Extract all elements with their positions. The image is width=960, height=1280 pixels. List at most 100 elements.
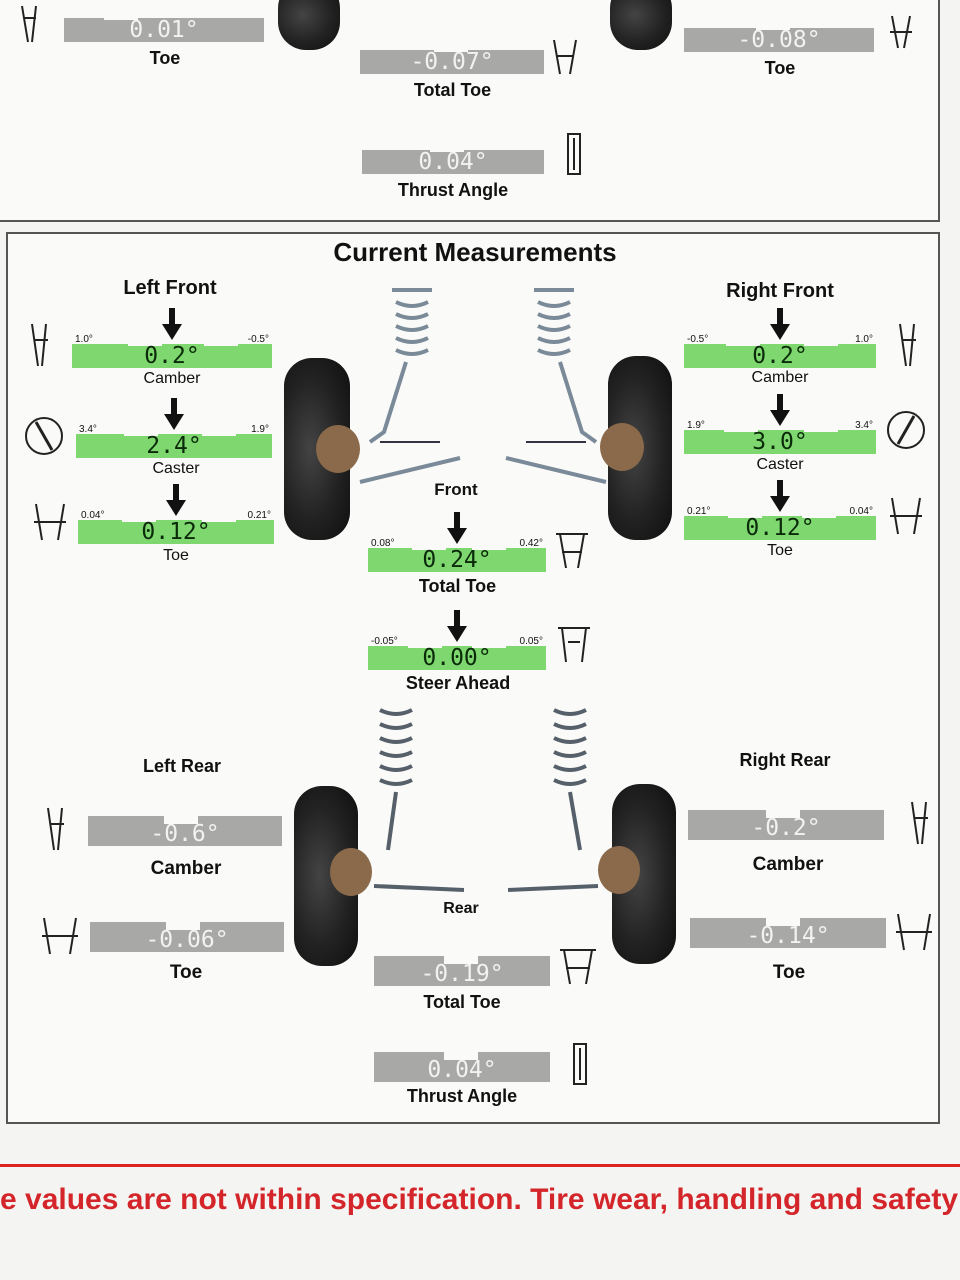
left-rear-toe-icon [38,914,82,956]
top-left-toe-label: Toe [149,48,181,68]
steer-ahead-max: 0.05° [519,636,543,647]
right-front-caster-max: 3.4° [855,420,873,431]
top-left-toe-bar: 0.01° [64,8,264,42]
top-total-toe-label: Total Toe [413,80,492,100]
right-toe-icon [886,494,926,536]
right-front-toe-pointer [770,480,790,512]
right-front-caster-label: Caster [756,456,804,473]
rear-total-toe-bar: -0.19° [374,952,550,986]
left-front-caster-bar: 3.4° 1.9° 2.4° [76,398,272,459]
steer-ahead-value: 0.00° [422,645,492,671]
thrust-angle-icon [560,130,590,175]
left-front-caster-value: 2.4° [146,433,202,459]
left-front-caster-max: 1.9° [251,424,269,435]
front-total-toe-label: Total Toe [418,576,497,596]
top-total-toe-value: -0.07° [410,49,494,75]
total-toe-icon [550,36,580,78]
rear-thrust-angle-icon [566,1040,596,1085]
left-front-toe-label: Toe [163,547,189,564]
left-rear-camber-icon [40,806,70,851]
left-caster-icon [24,414,68,456]
right-front-camber-bar: -0.5° 1.0° 0.2° [684,308,876,368]
left-front-caster-pointer [164,398,184,430]
left-front-caster-min: 3.4° [79,424,97,435]
warning-top-rule [0,1164,960,1167]
rear-total-toe-value: -0.19° [420,961,504,987]
right-front-toe-bar: 0.21° 0.04° 0.12° [684,480,876,541]
rear-thrust-angle-label: Thrust Angle [406,1086,518,1106]
steer-ahead-icon [554,622,594,664]
left-rear-toe-label: Toe [169,962,203,983]
right-rear-strut [508,708,599,892]
top-thrust-angle-label: Thrust Angle [397,180,509,200]
steer-ahead-pointer [447,610,467,642]
right-front-strut [505,288,607,484]
right-front-camber-min: -0.5° [687,334,709,345]
right-front-camber-label: Camber [751,369,809,386]
right-front-hub [600,423,644,471]
left-front-toe-min: 0.04° [81,510,105,521]
left-rear-camber-value: -0.6° [150,821,220,847]
left-front-hub [316,425,360,473]
left-front-caster-label: Caster [152,460,200,477]
rear-total-toe-icon [556,944,600,986]
right-front-toe-value: 0.12° [745,515,815,541]
top-left-toe-value: 0.01° [129,17,199,43]
left-rear-camber-label: Camber [150,858,222,879]
rear-total-toe-label: Total Toe [423,992,501,1012]
right-rear-toe-bar: -0.14° [690,914,886,948]
right-rear-hub [598,846,640,894]
right-rear-toe-label: Toe [772,962,806,983]
right-front-camber-max: 1.0° [855,334,873,345]
left-rear-heading: Left Rear [142,756,222,776]
top-left-wheel [278,0,340,50]
front-total-toe-bar: 0.08° 0.42° 0.24° [368,512,546,573]
right-rear-camber-label: Camber [752,854,824,875]
left-front-camber-bar: 1.0° -0.5° 0.2° [72,308,272,369]
steer-ahead-bar: -0.05° 0.05° 0.00° [368,610,546,671]
left-rear-toe-value: -0.06° [145,927,229,953]
rear-axle-label: Rear [443,900,479,917]
left-rear-strut [373,708,464,892]
steer-ahead-min: -0.05° [371,636,398,647]
left-front-camber-min: 1.0° [75,334,93,345]
right-camber-icon [892,322,922,367]
right-caster-icon [884,408,928,450]
right-front-caster-value: 3.0° [752,429,808,455]
left-camber-icon [26,322,56,367]
front-total-toe-value: 0.24° [422,547,492,573]
right-rear-toe-icon [892,910,936,952]
front-total-toe-max: 0.42° [519,538,543,549]
left-rear-camber-bar: -0.6° [88,812,282,846]
left-front-camber-value: 0.2° [144,343,200,369]
right-front-toe-label: Toe [767,542,793,559]
steer-ahead-label: Steer Ahead [405,673,511,693]
right-front-caster-bar: 1.9° 3.4° 3.0° [684,394,876,455]
left-front-toe-max: 0.21° [247,510,271,521]
right-front-caster-pointer [770,394,790,426]
current-measurements-title: Current Measurements [333,237,617,267]
right-rear-heading: Right Rear [739,750,831,770]
front-total-toe-pointer [447,512,467,544]
left-front-toe-value: 0.12° [141,519,211,545]
top-right-wheel [610,0,672,50]
front-total-toe-icon [552,528,592,570]
right-front-toe-max: 0.04° [849,506,873,517]
left-front-camber-label: Camber [143,370,201,387]
out-of-spec-warning: e values are not within specification. T… [0,1183,960,1216]
right-front-heading: Right Front [726,280,834,302]
right-rear-toe-value: -0.14° [746,923,830,949]
top-thrust-angle-value: 0.04° [418,149,488,175]
right-rear-camber-bar: -0.2° [688,806,884,840]
left-toe-icon [30,500,70,542]
toe-icon [886,12,916,54]
top-right-toe-value: -0.08° [737,27,821,53]
right-front-toe-min: 0.21° [687,506,711,517]
front-total-toe-min: 0.08° [371,538,395,549]
camber-icon [14,4,44,46]
top-thrust-angle-bar: 0.04° [362,140,544,174]
right-rear-camber-value: -0.2° [751,815,821,841]
left-front-toe-pointer [166,484,186,516]
top-right-toe-label: Toe [764,58,796,78]
rear-thrust-angle-value: 0.04° [427,1057,497,1083]
